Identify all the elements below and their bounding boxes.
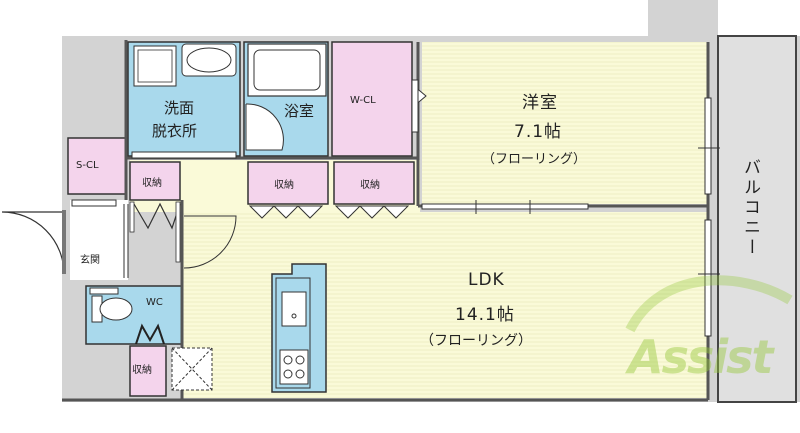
western-room-hatch <box>422 42 708 204</box>
kitchen-sink <box>281 291 307 327</box>
storage-3 <box>333 161 415 205</box>
door-jamb <box>175 201 181 263</box>
scl-label: S-CL <box>76 160 99 171</box>
window-sash-upper <box>704 97 712 195</box>
bathtub <box>247 43 327 97</box>
storage-label-2: 収納 <box>274 180 294 191</box>
entrance-step <box>71 199 117 207</box>
storage-2 <box>247 161 329 205</box>
washroom-cabinet <box>131 151 237 159</box>
balcony-area <box>717 35 797 403</box>
wcl-door-leaf <box>411 79 419 133</box>
watermark-logo-arc <box>625 275 793 333</box>
storage-1 <box>129 161 181 201</box>
bathtub-inner <box>253 49 321 91</box>
sliding-door-partition <box>421 203 589 210</box>
shoe-closet <box>67 137 127 195</box>
watermark-logo: Assist <box>628 330 773 384</box>
storage-door <box>133 202 181 230</box>
ldk-floor: （フローリング） <box>420 333 532 349</box>
hall-door-swing <box>183 215 237 269</box>
door-jamb <box>129 201 135 233</box>
toilet-bowl <box>99 297 133 321</box>
closet-folding-doors <box>248 205 410 219</box>
entrance-door-swing <box>1 211 65 275</box>
washroom-label-1: 洗面 <box>164 99 195 117</box>
ldk-name: LDK <box>468 270 505 290</box>
ldk-hatch <box>183 212 708 398</box>
storage-label-3: 収納 <box>360 180 380 191</box>
western-room-name: 洋室 <box>522 93 558 113</box>
balcony-label: バルコニー <box>740 158 760 258</box>
wc-door <box>135 323 165 345</box>
toilet-sink <box>89 287 119 295</box>
entrance-label: 玄関 <box>80 255 100 266</box>
storage-label-4: 収納 <box>132 365 152 376</box>
entrance-door-leaf <box>62 210 66 274</box>
storage-label-1: 収納 <box>142 178 162 189</box>
vanity-basin <box>186 47 232 73</box>
bathroom-label: 浴室 <box>284 102 315 120</box>
storage-4 <box>129 345 167 397</box>
ldk-size: 14.1帖 <box>455 305 515 325</box>
wash-door-swing <box>245 103 284 151</box>
western-room-floor: （フローリング） <box>482 152 587 167</box>
refrigerator-space <box>171 347 213 391</box>
wc-label: WC <box>146 297 163 308</box>
western-room-size: 7.1帖 <box>514 122 563 142</box>
entrance-floor <box>70 200 128 280</box>
window-sash-lower <box>704 219 712 337</box>
kitchen-drain <box>291 313 297 319</box>
washing-machine-pan <box>133 45 177 87</box>
washing-machine-pan-inner <box>137 49 173 83</box>
wcl-label: W-CL <box>350 95 376 106</box>
stove-burners <box>283 355 305 379</box>
washroom-label-2: 脱衣所 <box>152 122 198 140</box>
stove-top <box>279 349 309 385</box>
vanity-sink <box>181 43 237 77</box>
